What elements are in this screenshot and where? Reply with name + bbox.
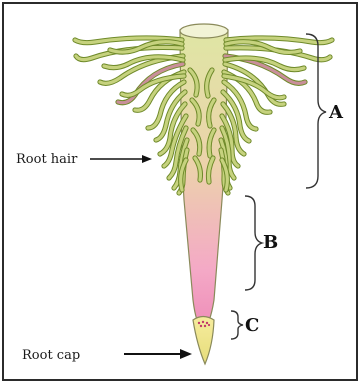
root-cap-arrowhead (180, 349, 192, 359)
root-body (180, 30, 228, 330)
root-hair-label: Root hair (16, 152, 78, 167)
brace-b (245, 196, 262, 290)
root-cap-shape (193, 317, 214, 365)
root-hair-arrowhead (142, 155, 152, 163)
label-b: B (263, 232, 278, 253)
root-top (180, 24, 228, 38)
label-a: A (328, 102, 344, 123)
label-c: C (245, 315, 259, 336)
brace-c (231, 311, 243, 339)
root-cap-label: Root cap (22, 348, 80, 363)
